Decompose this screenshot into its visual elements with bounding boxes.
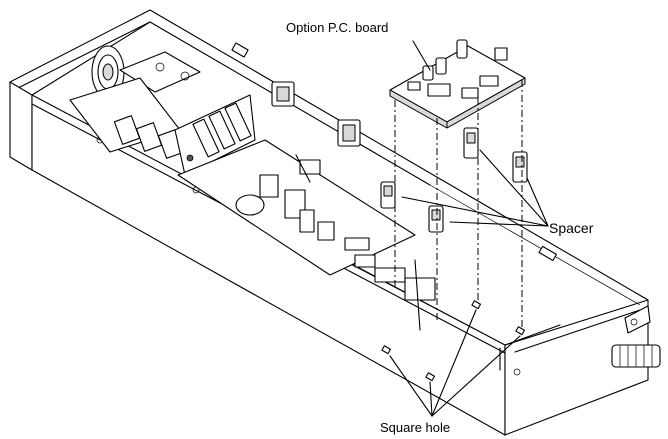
terminal-blocks — [69, 45, 256, 176]
spacer-2 — [428, 205, 444, 233]
spacer-label: Spacer — [549, 220, 594, 236]
main-pcb — [177, 139, 436, 331]
option-pc-board — [389, 39, 526, 129]
alignment-lines — [394, 80, 523, 328]
spacer-3 — [463, 127, 479, 159]
brackets — [271, 81, 361, 147]
option-pc-board-label: Option P.C. board — [286, 20, 389, 35]
square-holes — [381, 300, 526, 382]
spacer-1 — [380, 181, 396, 209]
leader-lines — [389, 40, 549, 417]
spacer-4 — [512, 151, 528, 183]
square-hole-label: Square hole — [380, 420, 451, 435]
